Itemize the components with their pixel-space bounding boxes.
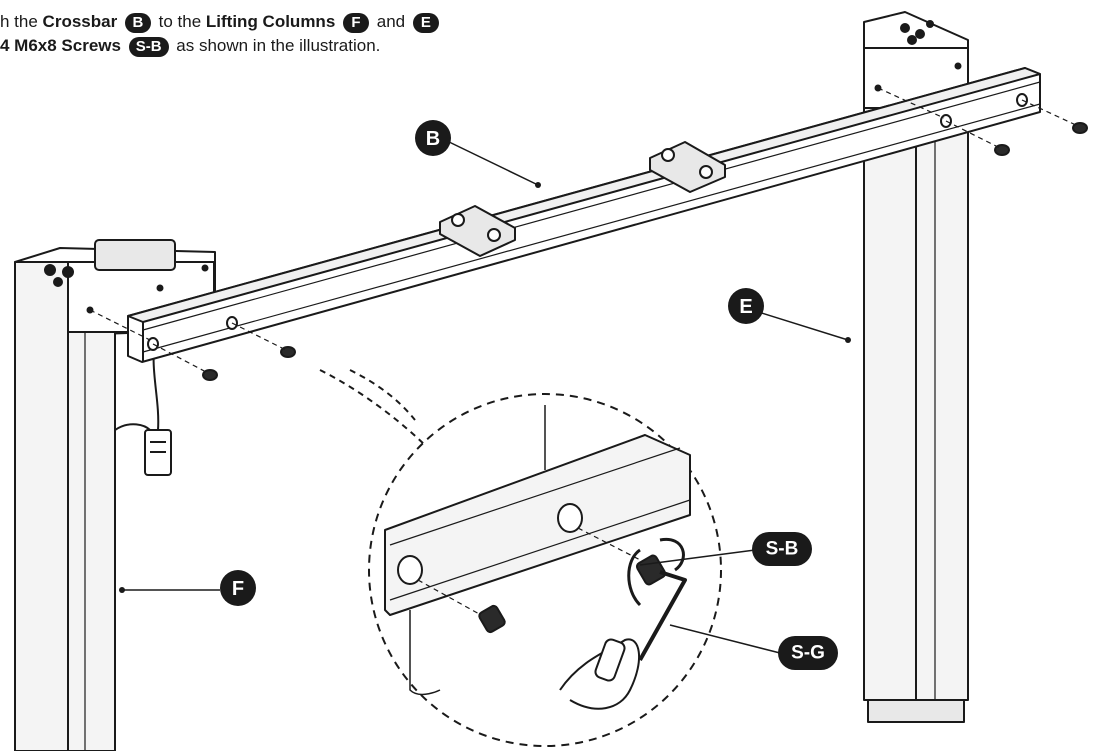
column-e-badge: E <box>412 12 439 33</box>
callout-s-g-label: S-G <box>791 643 825 664</box>
instruction-text-part: as shown in the illustration. <box>171 36 381 55</box>
screw-guide-lines <box>89 87 1079 374</box>
callout-f: F <box>220 570 256 606</box>
leader-lines <box>122 139 849 654</box>
instruction-text: h the Crossbar B to the Lifting Columns … <box>0 10 442 58</box>
detail-magnifier <box>319 369 722 747</box>
callout-f-label: F <box>232 578 244 600</box>
column-f-badge: F <box>343 12 370 33</box>
instruction-text-part: and <box>372 12 410 31</box>
screws-term: 4 M6x8 Screws <box>0 36 121 55</box>
callout-b-label: B <box>426 128 440 150</box>
lifting-column-e <box>863 11 969 723</box>
instruction-line-2: 4 M6x8 Screws S-B as shown in the illust… <box>0 34 442 58</box>
lifting-columns-term: Lifting Columns <box>205 12 336 31</box>
crossbar-b <box>127 67 1041 363</box>
callout-e-label: E <box>739 296 752 318</box>
callout-s-g: S-G <box>778 636 838 670</box>
crossbar-term: Crossbar <box>42 12 118 31</box>
callout-b: B <box>415 120 451 156</box>
instruction-line-1: h the Crossbar B to the Lifting Columns … <box>0 10 442 34</box>
callout-s-b: S-B <box>752 532 812 566</box>
callout-e: E <box>728 288 764 324</box>
instruction-text-part: to the <box>153 12 206 31</box>
crossbar-badge: B <box>124 12 151 33</box>
screws-s-b <box>202 122 1088 381</box>
screw-sb-badge: S-B <box>128 36 169 57</box>
instruction-text-part: h the <box>0 12 43 31</box>
callout-s-b-label: S-B <box>766 539 799 560</box>
